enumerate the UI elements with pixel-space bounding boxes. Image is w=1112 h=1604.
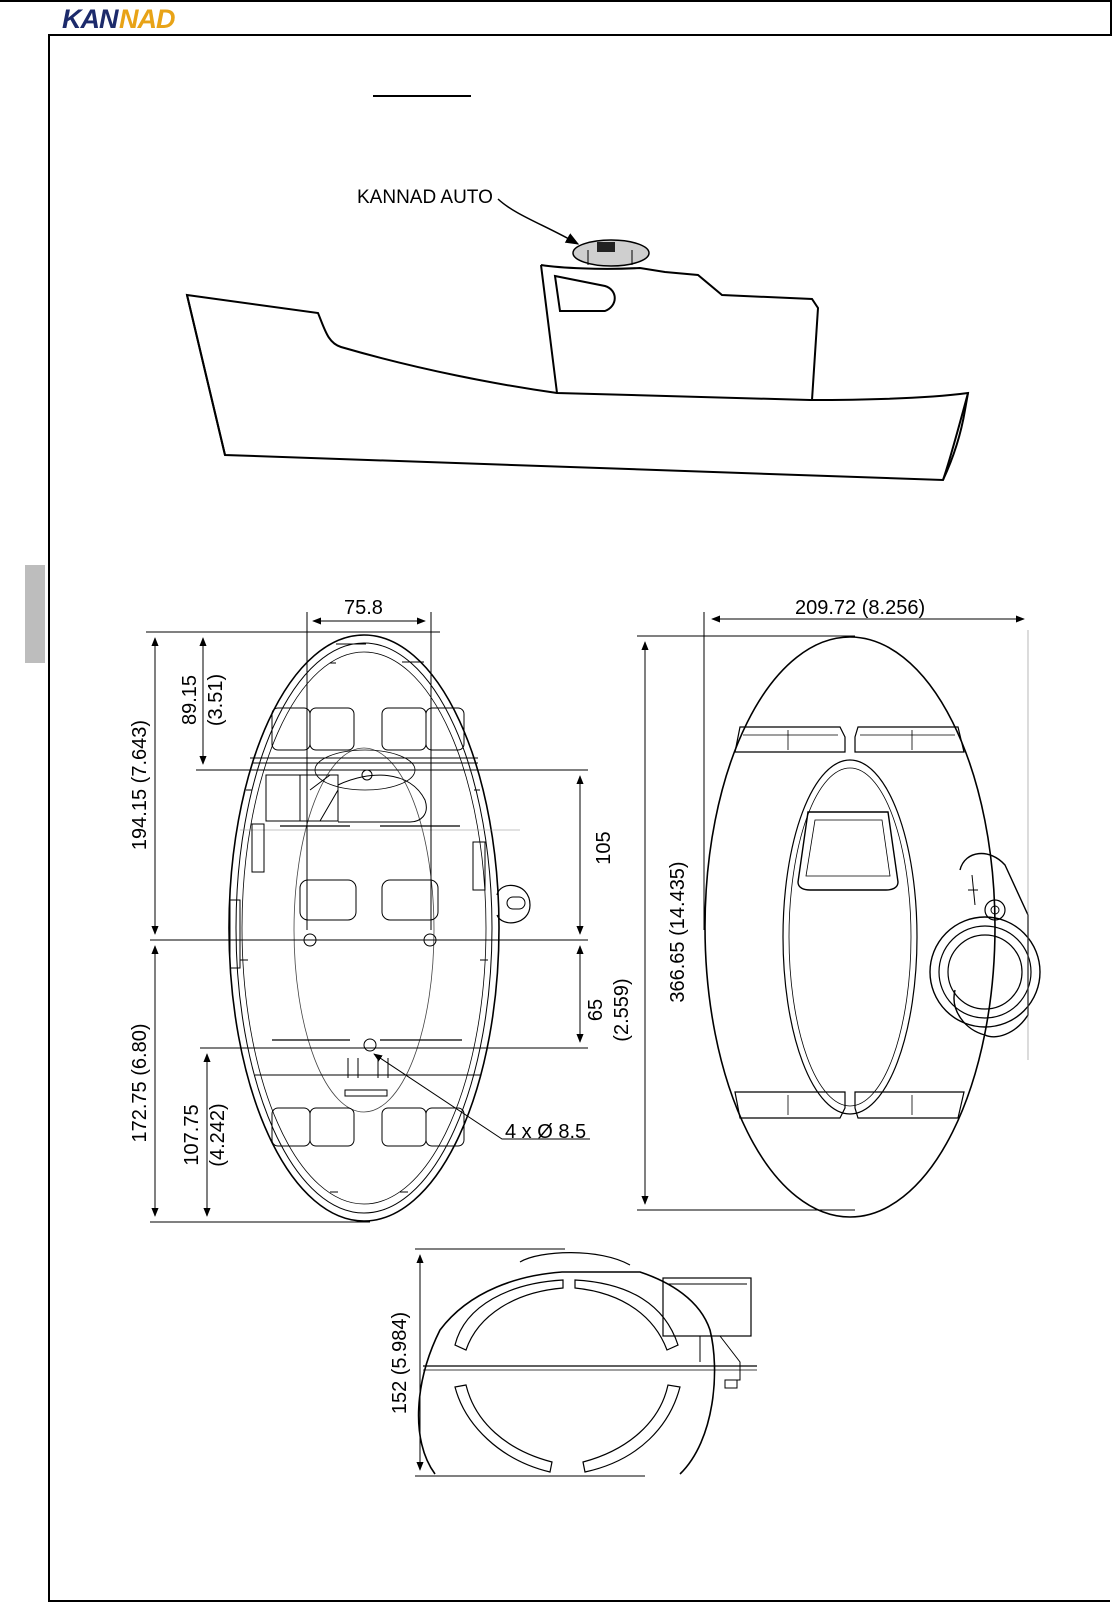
dim-front-top-partial-mm: 89.15	[179, 675, 201, 725]
dim-front-bottom-partial-mm: 107.75	[181, 1104, 203, 1165]
back-dimensions	[637, 612, 1024, 1210]
dim-front-right-lower-in: (2.559)	[611, 978, 633, 1041]
front-view	[229, 635, 530, 1221]
dim-side-height: 152 (5.984)	[389, 1312, 411, 1414]
dim-front-top-partial-in: (3.51)	[205, 674, 227, 726]
dim-front-right-upper: 105	[593, 831, 615, 864]
side-view	[419, 1253, 757, 1474]
dim-front-top-total: 194.15 (7.643)	[129, 720, 151, 850]
boat-callout-label: KANNAD AUTO	[357, 187, 493, 208]
dim-front-right-lower-mm: 65	[585, 999, 607, 1021]
beacon-on-boat	[573, 240, 649, 266]
dim-front-bottom-total: 172.75 (6.80)	[129, 1024, 151, 1143]
back-view	[705, 630, 1040, 1217]
dim-front-width: 75.8	[344, 597, 383, 619]
dim-holes: 4 x Ø 8.5	[505, 1121, 586, 1143]
dim-back-height: 366.65 (14.435)	[667, 861, 689, 1002]
dim-back-width: 209.72 (8.256)	[795, 597, 925, 619]
dim-front-bottom-partial-in: (4.242)	[207, 1103, 229, 1166]
callout-arrow	[498, 199, 578, 244]
side-dimensions	[415, 1249, 645, 1476]
boat-illustration	[187, 265, 968, 480]
